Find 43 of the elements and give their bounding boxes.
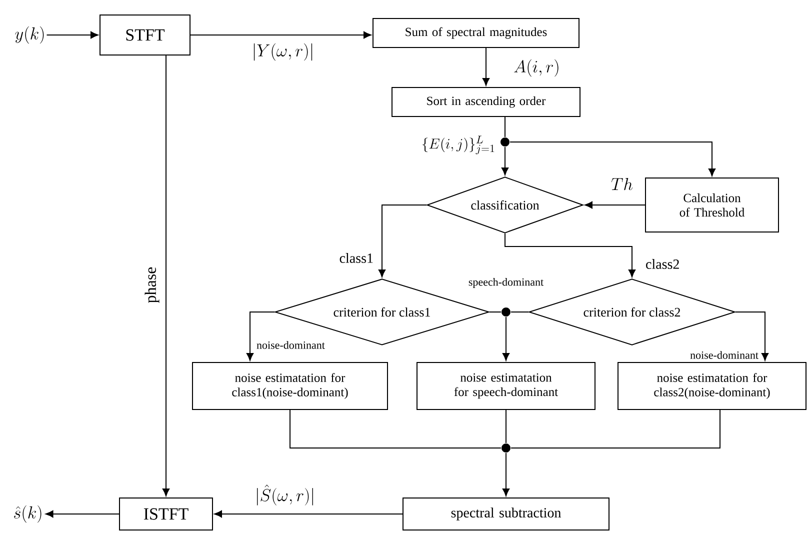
junction-dot bbox=[500, 138, 510, 146]
process-box: noise estimatation for speech-dominant bbox=[416, 362, 596, 410]
process-box: spectral subtraction bbox=[402, 498, 610, 530]
edge-label: $|\hat{S}(\omega,r)|$ bbox=[257, 484, 313, 506]
arrow bbox=[378, 204, 427, 278]
arrow bbox=[46, 510, 120, 518]
arrow bbox=[502, 316, 510, 361]
connector-line bbox=[510, 410, 720, 448]
process-box: Sum of spectral magnitudes bbox=[372, 18, 580, 48]
arrow bbox=[246, 312, 275, 361]
process-box: Sort in ascending order bbox=[392, 87, 580, 117]
arrow bbox=[735, 312, 769, 361]
process-box: noise estimatation for class1(noise-dominant) bbox=[192, 362, 388, 410]
edge-label: $|Y(\omega,r)|$ bbox=[254, 43, 312, 61]
process-box: noise estimatation for class2(noise-dominant) bbox=[618, 362, 806, 410]
junction-dot bbox=[502, 308, 510, 316]
process-box: STFT bbox=[100, 14, 190, 56]
connector-line bbox=[504, 116, 506, 138]
connector-line bbox=[290, 410, 502, 448]
process-box: Calculation of Threshold bbox=[645, 178, 779, 232]
edge-label: noise-dominant bbox=[690, 351, 758, 359]
arrow bbox=[46, 31, 98, 39]
process-box: ISTFT bbox=[119, 498, 213, 530]
edge-label: class2 bbox=[646, 259, 679, 269]
edge-label: $\{E(i,j)\}_{j=1}^{L}$ bbox=[422, 136, 494, 154]
arrow bbox=[501, 146, 509, 176]
edge-label: noise-dominant bbox=[256, 341, 325, 349]
arrow bbox=[502, 452, 510, 496]
junction-dot bbox=[502, 444, 510, 452]
arrow bbox=[584, 201, 646, 209]
arrow bbox=[482, 48, 490, 86]
arrow bbox=[190, 31, 372, 39]
arrow bbox=[162, 55, 170, 496]
input-signal: $y(k)$ bbox=[15, 26, 44, 44]
arrow bbox=[510, 142, 716, 176]
edge-label: $A(i,r)$ bbox=[514, 59, 558, 77]
output-signal: $\hat{s}(k)$ bbox=[14, 505, 42, 523]
edge-label: phase bbox=[144, 267, 160, 303]
edge-label: class1 bbox=[340, 253, 373, 263]
arrow bbox=[504, 233, 636, 278]
arrow bbox=[214, 510, 403, 518]
branch-label: speech-dominant bbox=[468, 278, 544, 288]
edge-label: $Th$ bbox=[611, 178, 632, 190]
